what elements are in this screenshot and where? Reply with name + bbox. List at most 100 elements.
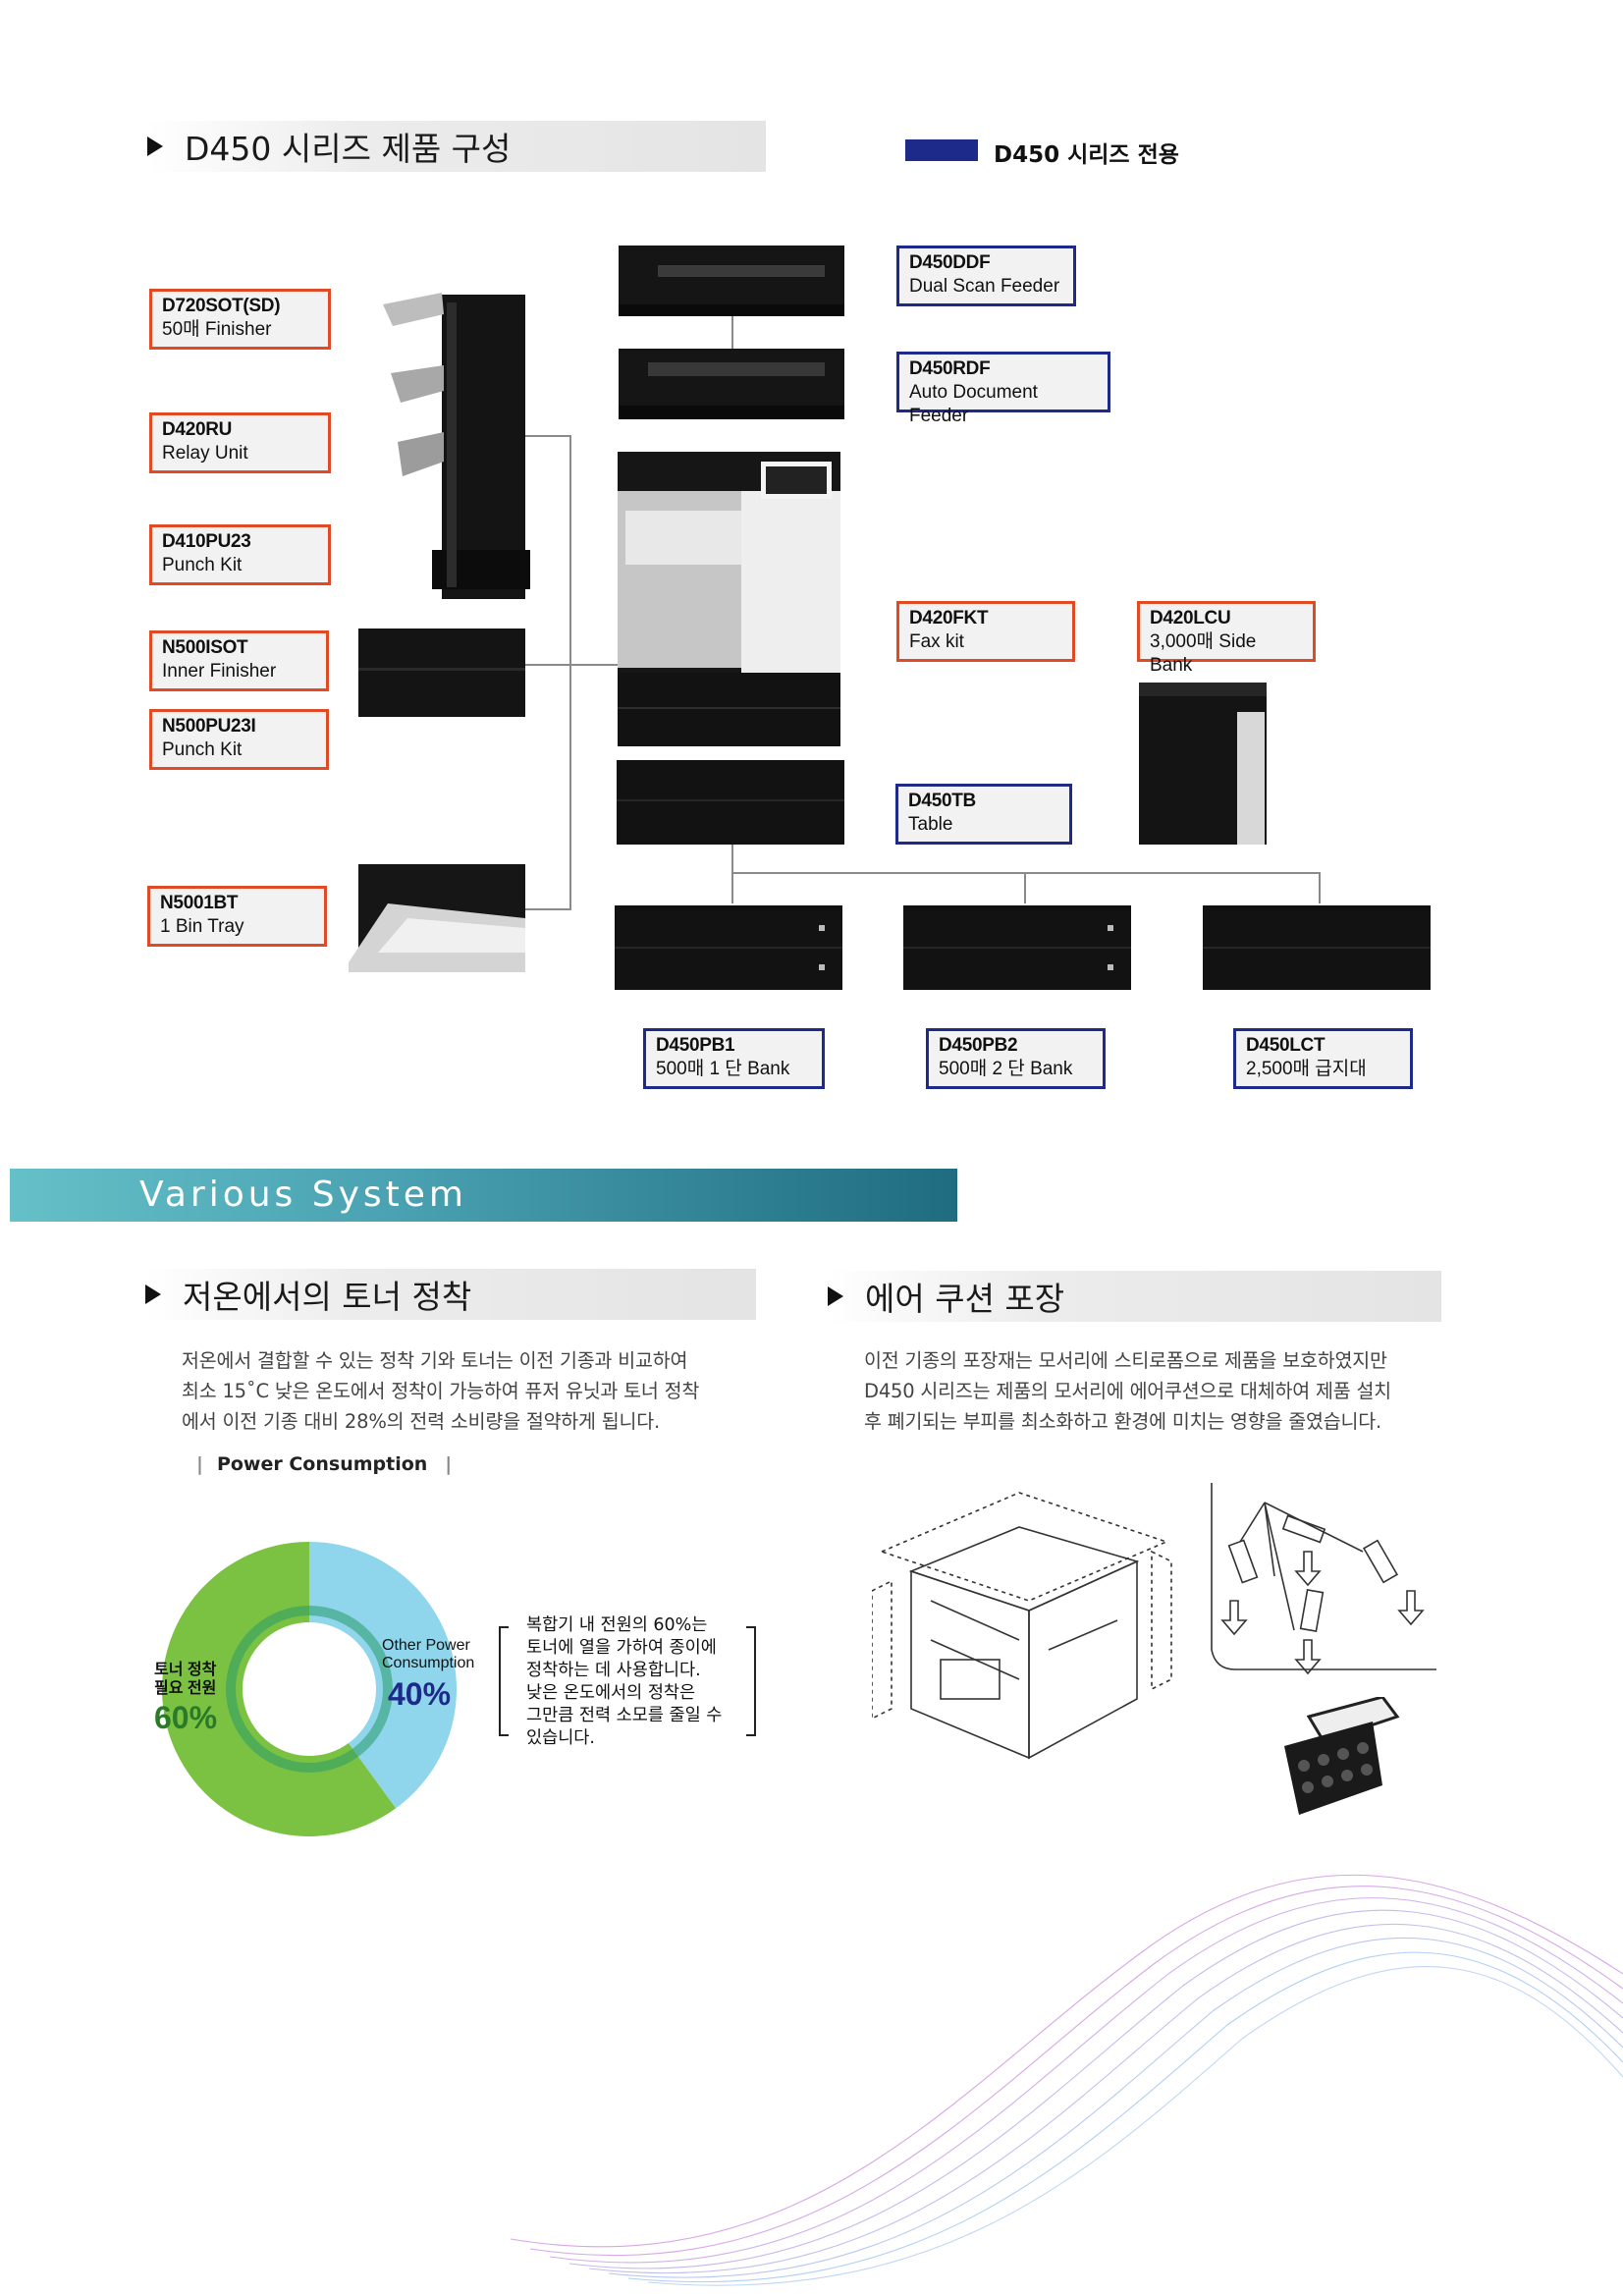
option-desc: Punch Kit (162, 739, 243, 760)
air-heading: 에어 쿠션 포장 (865, 1280, 1065, 1318)
inner-finisher-image (358, 629, 525, 717)
air-cushion-roll-image (1284, 1697, 1400, 1815)
option-box-finisher: D720SOT(SD) 50매 Finisher (149, 289, 331, 350)
callout-line: 토너에 열을 가하여 종이에 (526, 1638, 717, 1658)
option-desc: 500매 2 단 Bank (939, 1059, 1073, 1079)
option-code: D420RU (162, 419, 233, 440)
option-box-auto-doc-feeder: D450RDF Auto Document Feeder (896, 352, 1110, 426)
option-box-bank-2: D450PB2 500매 2 단 Bank (926, 1028, 1106, 1089)
triangle-bullet-icon (828, 1286, 843, 1306)
option-desc: 2,500매 급지대 (1246, 1059, 1367, 1079)
toner-line: 최소 15˚C 낮은 온도에서 정착이 가능하여 퓨저 유닛과 토너 정착 (182, 1380, 700, 1402)
callout-text: 복합기 내 전원의 60%는 토너에 열을 가하여 종이에 정착하는 데 사용합… (526, 1614, 747, 1750)
pie-inner-ring (226, 1606, 393, 1773)
option-code: D720SOT(SD) (162, 296, 281, 316)
toner-line: 저온에서 결합할 수 있는 정착 기와 토너는 이전 기종과 비교하여 (182, 1349, 688, 1372)
option-desc: 1 Bin Tray (160, 916, 244, 937)
callout-line: 낮은 온도에서의 정착은 (526, 1683, 696, 1703)
air-line: D450 시리즈는 제품의 모서리에 에어쿠션으로 대체하여 제품 설치 (864, 1380, 1391, 1402)
air-heading-bar: 에어 쿠션 포장 (828, 1271, 1441, 1322)
composition-heading: D450 시리즈 제품 구성 (185, 130, 512, 168)
toner-callout: 복합기 내 전원의 60%는 토너에 열을 가하여 종이에 정착하는 데 사용합… (499, 1611, 756, 1748)
air-paragraph: 이전 기종의 포장재는 모서리에 스티로폼으로 제품을 보호하였지만 D450 … (864, 1345, 1473, 1437)
option-code: D450TB (908, 791, 976, 811)
option-desc: Relay Unit (162, 443, 248, 464)
connector-line (1024, 872, 1026, 903)
option-box-dual-scan-feeder: D450DDF Dual Scan Feeder (896, 246, 1076, 306)
option-box-inner-punch-kit: N500PU23I Punch Kit (149, 709, 329, 770)
air-line: 후 폐기되는 부피를 최소화하고 환경에 미치는 영향을 줄였습니다. (864, 1410, 1381, 1433)
option-desc: 50매 Finisher (162, 319, 272, 340)
legend-label: D450 시리즈 전용 (994, 142, 1179, 168)
connector-line (525, 908, 571, 910)
option-box-punch-kit: D410PU23 Punch Kit (149, 524, 331, 585)
callout-line: 그만큼 전력 소모를 줄일 수 (526, 1706, 723, 1725)
slice-label: 토너 정착 (154, 1660, 217, 1678)
toner-heading: 저온에서의 토너 정착 (183, 1278, 472, 1316)
option-desc: 500매 1 단 Bank (656, 1059, 790, 1079)
air-line: 이전 기종의 포장재는 모서리에 스티로폼으로 제품을 보호하였지만 (864, 1349, 1387, 1372)
option-box-bank-1: D450PB1 500매 1 단 Bank (643, 1028, 825, 1089)
bin-tray-image (349, 864, 525, 972)
option-box-inner-finisher: N500ISOT Inner Finisher (149, 630, 329, 691)
option-code: D450RDF (909, 358, 991, 379)
auto-doc-feeder-image (619, 349, 844, 419)
connector-line (525, 664, 619, 666)
option-desc: Auto Document Feeder (909, 382, 1038, 426)
option-code: D450LCT (1246, 1035, 1325, 1056)
side-bank-image (1139, 683, 1267, 845)
slice-value-label: 40% (388, 1676, 451, 1712)
triangle-bullet-icon (145, 1285, 161, 1304)
slice-label: Consumption (382, 1655, 474, 1671)
callout-line: 정착하는 데 사용합니다. (526, 1661, 701, 1680)
option-box-side-bank: D420LCU 3,000매 Side Bank (1137, 601, 1316, 676)
lct-image (1203, 905, 1431, 990)
option-desc: 3,000매 Side Bank (1150, 631, 1257, 676)
banner-title: Various System (139, 1175, 467, 1215)
caption-divider: | (445, 1453, 453, 1475)
option-desc: Fax kit (909, 631, 964, 652)
slice-label: 필요 전원 (154, 1679, 216, 1697)
toner-paragraph: 저온에서 결합할 수 있는 정착 기와 토너는 이전 기종과 비교하여 최소 1… (182, 1345, 771, 1437)
option-code: N5001BT (160, 893, 239, 913)
option-desc: Dual Scan Feeder (909, 276, 1060, 297)
table-image (617, 760, 844, 845)
callout-bracket-left (499, 1626, 509, 1736)
option-code: N500PU23I (162, 716, 256, 737)
option-code: D420FKT (909, 608, 989, 629)
option-desc: Table (908, 814, 953, 835)
option-box-bin-tray: N5001BT 1 Bin Tray (147, 886, 327, 947)
option-box-relay-unit: D420RU Relay Unit (149, 412, 331, 473)
option-box-fax-kit: D420FKT Fax kit (896, 601, 1075, 662)
triangle-bullet-icon (147, 137, 163, 156)
toner-line: 에서 이전 기종 대비 28%의 전력 소비량을 절약하게 됩니다. (182, 1410, 661, 1433)
slice-value-label: 60% (154, 1700, 217, 1735)
connector-line (1319, 872, 1321, 903)
caption-divider: | (196, 1453, 203, 1475)
slice-label: Other Power (382, 1637, 470, 1654)
callout-line: 있습니다. (526, 1728, 595, 1748)
dual-scan-feeder-image (619, 246, 844, 316)
packaging-line-drawing (872, 1492, 1172, 1760)
legend-swatch (905, 139, 978, 161)
paper-bank-2-image (903, 905, 1131, 990)
option-code: D450PB2 (939, 1035, 1018, 1056)
option-box-table: D450TB Table (895, 784, 1072, 845)
air-cushion-placement-diagram (1211, 1483, 1436, 1675)
option-desc: Punch Kit (162, 555, 243, 575)
composition-heading-bar: D450 시리즈 제품 구성 (147, 121, 766, 172)
finisher-image (383, 293, 530, 599)
connector-line (525, 435, 569, 437)
callout-line: 복합기 내 전원의 60%는 (526, 1615, 708, 1635)
connector-line (731, 312, 733, 354)
connector-line (569, 435, 571, 908)
option-code: D420LCU (1150, 608, 1231, 629)
option-code: D450DDF (909, 252, 991, 273)
toner-heading-bar: 저온에서의 토너 정착 (145, 1269, 756, 1320)
chart-caption-text: Power Consumption (216, 1453, 428, 1475)
option-box-lct: D450LCT 2,500매 급지대 (1233, 1028, 1413, 1089)
connector-line (731, 872, 1321, 874)
option-code: D450PB1 (656, 1035, 735, 1056)
option-code: D410PU23 (162, 531, 251, 552)
